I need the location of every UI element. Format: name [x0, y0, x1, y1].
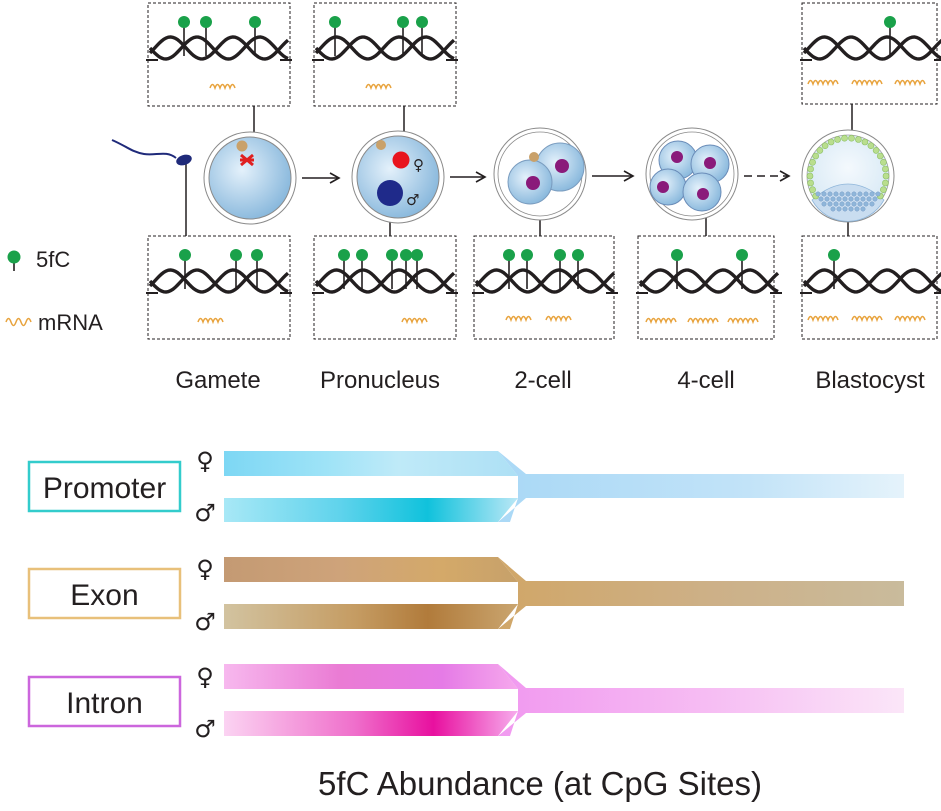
panel-blastocyst-te	[801, 235, 938, 340]
intron-male-symbol: ♂	[194, 715, 216, 743]
female-pronucleus-symbol: ♀	[413, 156, 424, 174]
exon-female-symbol: ♀	[196, 555, 214, 583]
mrna-icon	[894, 79, 926, 87]
oocyte-cell	[203, 131, 297, 225]
5fc-mark-icon	[386, 249, 398, 289]
mrna-icon	[687, 317, 719, 325]
5fc-mark-icon	[521, 249, 533, 289]
5fc-mark-icon	[400, 249, 412, 289]
5fc-mark-icon	[356, 249, 368, 289]
panel-4-cell	[637, 235, 775, 340]
5fc-mark-icon	[230, 249, 242, 289]
mrna-icon	[401, 317, 428, 325]
stage-label-blastocyst: Blastocyst	[815, 367, 925, 394]
exon-combined-band	[498, 557, 904, 629]
sperm-icon	[111, 139, 192, 166]
5fc-mark-icon	[249, 16, 261, 56]
5fc-mark-icon	[329, 16, 341, 56]
5fc-mark-icon	[572, 249, 584, 289]
mrna-icon	[851, 79, 883, 87]
mrna-icon	[209, 83, 236, 91]
mrna-icon	[807, 315, 839, 323]
intron-label-box	[27, 675, 182, 728]
dna-helix	[800, 35, 941, 61]
region-promoter: Promoter ♀ ♂	[27, 447, 904, 527]
promoter-female-band	[224, 451, 518, 476]
5fc-mark-icon	[828, 249, 840, 289]
exon-male-symbol: ♂	[194, 608, 216, 636]
exon-female-band	[224, 557, 518, 582]
four-cell-embryo	[645, 127, 739, 221]
dna-helix	[636, 268, 782, 294]
5fc-mark-icon	[416, 16, 428, 56]
dna-helix	[312, 268, 458, 294]
stage-label-gamete: Gamete	[175, 367, 260, 394]
promoter-female-symbol: ♀	[196, 447, 214, 475]
intron-label: Intron	[66, 687, 143, 720]
promoter-combined-band	[498, 451, 904, 522]
5fc-mark-icon	[200, 16, 212, 56]
stage-label-4-cell: 4-cell	[677, 367, 734, 394]
footer-title: 5fC Abundance (at CpG Sites)	[318, 765, 762, 802]
promoter-label: Promoter	[43, 472, 166, 505]
mrna-icon	[545, 315, 572, 323]
5fc-mark-icon	[251, 249, 263, 289]
mrna-icon	[365, 83, 392, 91]
5fc-mark-icon	[7, 250, 21, 271]
legend-5fc-label: 5fC	[36, 247, 70, 272]
stage-label-pronucleus: Pronucleus	[320, 367, 440, 394]
mrna-icon	[505, 315, 532, 323]
mrna-icon	[645, 317, 677, 325]
5fc-mark-icon	[884, 16, 896, 56]
5fc-mark-icon	[397, 16, 409, 56]
mrna-icon	[807, 79, 839, 87]
mrna-icon	[851, 315, 883, 323]
motif-layer	[146, 16, 941, 325]
two-cell-embryo	[493, 127, 587, 221]
mrna-icon	[197, 317, 224, 325]
exon-male-band	[224, 604, 518, 629]
stage-label-2-cell: 2-cell	[514, 367, 571, 394]
mrna-icon	[894, 315, 926, 323]
5fc-mark-icon	[736, 249, 748, 289]
5fc-mark-icon	[554, 249, 566, 289]
5fc-mark-icon	[179, 249, 191, 289]
exon-label-box	[27, 567, 182, 620]
trophectoderm-cells	[806, 134, 890, 200]
mrna-icon	[727, 317, 759, 325]
5fc-mark-icon	[178, 16, 190, 56]
dna-helix	[146, 35, 292, 61]
dna-helix	[472, 268, 618, 294]
blastocyst-embryo	[801, 129, 895, 223]
stage-labels: Gamete Pronucleus 2-cell 4-cell Blastocy…	[175, 367, 925, 394]
5fc-mark-icon	[503, 249, 515, 289]
exon-label: Exon	[70, 579, 138, 612]
promoter-label-box	[27, 460, 182, 513]
dna-helix	[312, 35, 458, 61]
intron-combined-band	[498, 664, 904, 736]
dna-helix	[800, 268, 941, 294]
intron-female-symbol: ♀	[196, 663, 214, 691]
legend-mrna-label: mRNA	[38, 310, 103, 335]
5fc-mark-icon	[338, 249, 350, 289]
promoter-male-symbol: ♂	[194, 499, 216, 527]
region-intron: Intron ♀ ♂	[27, 663, 904, 743]
5fc-mark-icon	[671, 249, 683, 289]
male-pronucleus-symbol: ♂	[406, 191, 419, 209]
5fc-mark-icon	[411, 249, 423, 289]
region-exon: Exon ♀ ♂	[27, 555, 904, 636]
promoter-male-band	[224, 498, 518, 522]
pronucleus-zygote: ♀ ♂	[351, 130, 445, 224]
intron-female-band	[224, 664, 518, 689]
inner-cell-mass	[815, 191, 881, 212]
intron-male-band	[224, 711, 518, 736]
mrna-icon	[5, 317, 32, 327]
dna-helix	[146, 268, 292, 294]
stage-arrows	[302, 170, 791, 184]
legend: 5fC mRNA	[5, 247, 103, 335]
